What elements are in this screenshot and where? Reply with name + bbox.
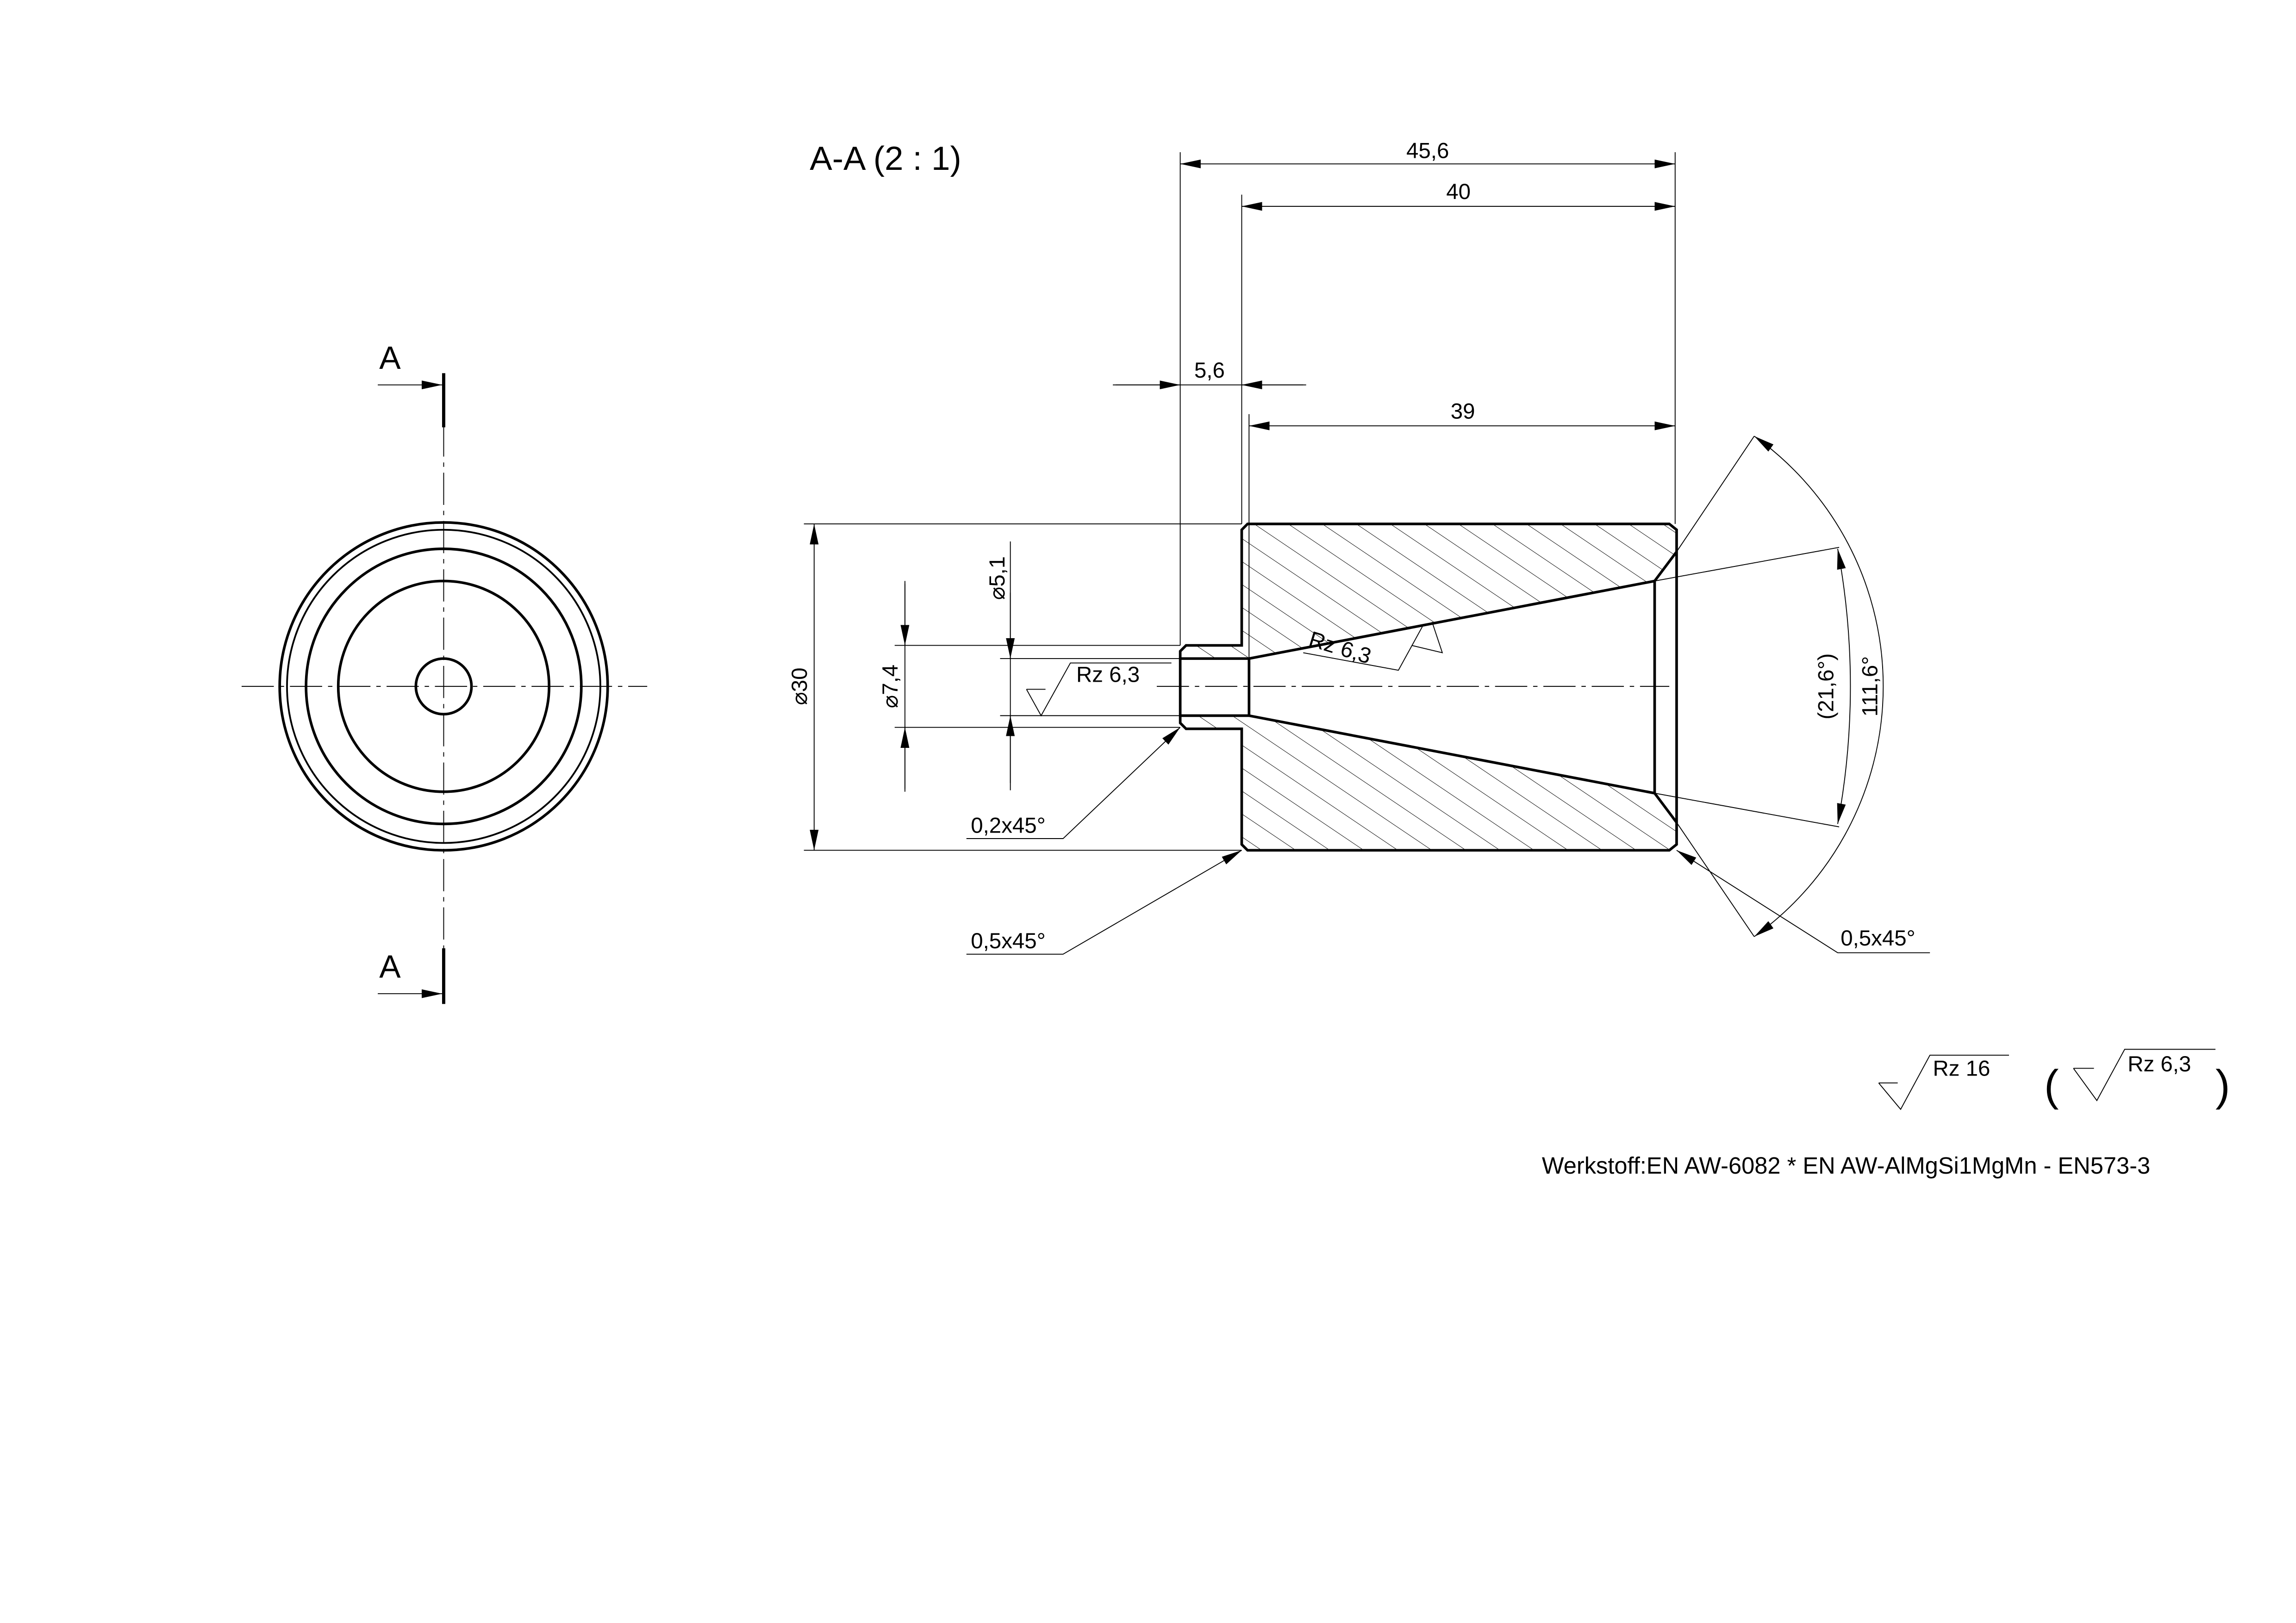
- dim-45-6: 45,6: [1406, 139, 1449, 163]
- chamfer-flange-label: 0,2x45°: [971, 813, 1045, 838]
- section-title: A-A (2 : 1): [810, 140, 961, 177]
- dim-5-1: ⌀5,1: [985, 556, 1010, 600]
- paren-close: ): [2215, 1061, 2230, 1110]
- chamfer-right-label: 0,5x45°: [1841, 926, 1915, 951]
- chamfer-left-label: 0,5x45°: [971, 929, 1045, 953]
- dim-39: 39: [1451, 399, 1475, 423]
- material-note: Werkstoff:EN AW-6082 * EN AW-AlMgSi1MgMn…: [1542, 1152, 2150, 1179]
- svg-text:Rz 6,3: Rz 6,3: [2128, 1052, 2191, 1076]
- dim-111-6: 111,6°: [1858, 656, 1882, 717]
- angle-arc-21-6: [1837, 548, 1851, 824]
- hatch-bottom: [1180, 715, 1677, 851]
- svg-text:Rz 6,3: Rz 6,3: [1076, 663, 1140, 687]
- leader-chamfer-left: [966, 850, 1242, 955]
- section-view: [1156, 522, 1678, 852]
- dim-30: ⌀30: [787, 667, 812, 705]
- surface-symbol-bore: Rz 6,3: [1026, 662, 1172, 717]
- hatch-top: [1180, 524, 1677, 659]
- section-mark-top: A: [379, 340, 401, 376]
- dim-21-6: (21,6°): [1814, 653, 1838, 720]
- paren-open: (: [2044, 1061, 2059, 1110]
- leader-chamfer-right: [1676, 850, 1930, 953]
- surface-finish-icon: [1878, 1055, 2009, 1110]
- surface-finish-icon: [2073, 1049, 2216, 1101]
- surface-finish-icon: [1026, 662, 1172, 717]
- surface-symbol-general: Rz 16 ( Rz 6,3 ): [1878, 1049, 2230, 1110]
- extension-lines: [804, 152, 1840, 937]
- part-outline: [1179, 522, 1678, 852]
- dim-7-4: ⌀7,4: [878, 665, 903, 709]
- svg-text:Rz 16: Rz 16: [1933, 1056, 1990, 1081]
- angle-arc-111-6: [1754, 435, 1884, 937]
- dim-40: 40: [1446, 180, 1471, 204]
- section-mark-bottom: A: [379, 948, 401, 984]
- dim-5-6: 5,6: [1194, 358, 1225, 383]
- leader-chamfer-flange: [966, 727, 1181, 839]
- end-view: A A: [241, 340, 648, 1004]
- surface-finish-icon: [1303, 622, 1443, 671]
- dimension-lines: [810, 159, 1930, 955]
